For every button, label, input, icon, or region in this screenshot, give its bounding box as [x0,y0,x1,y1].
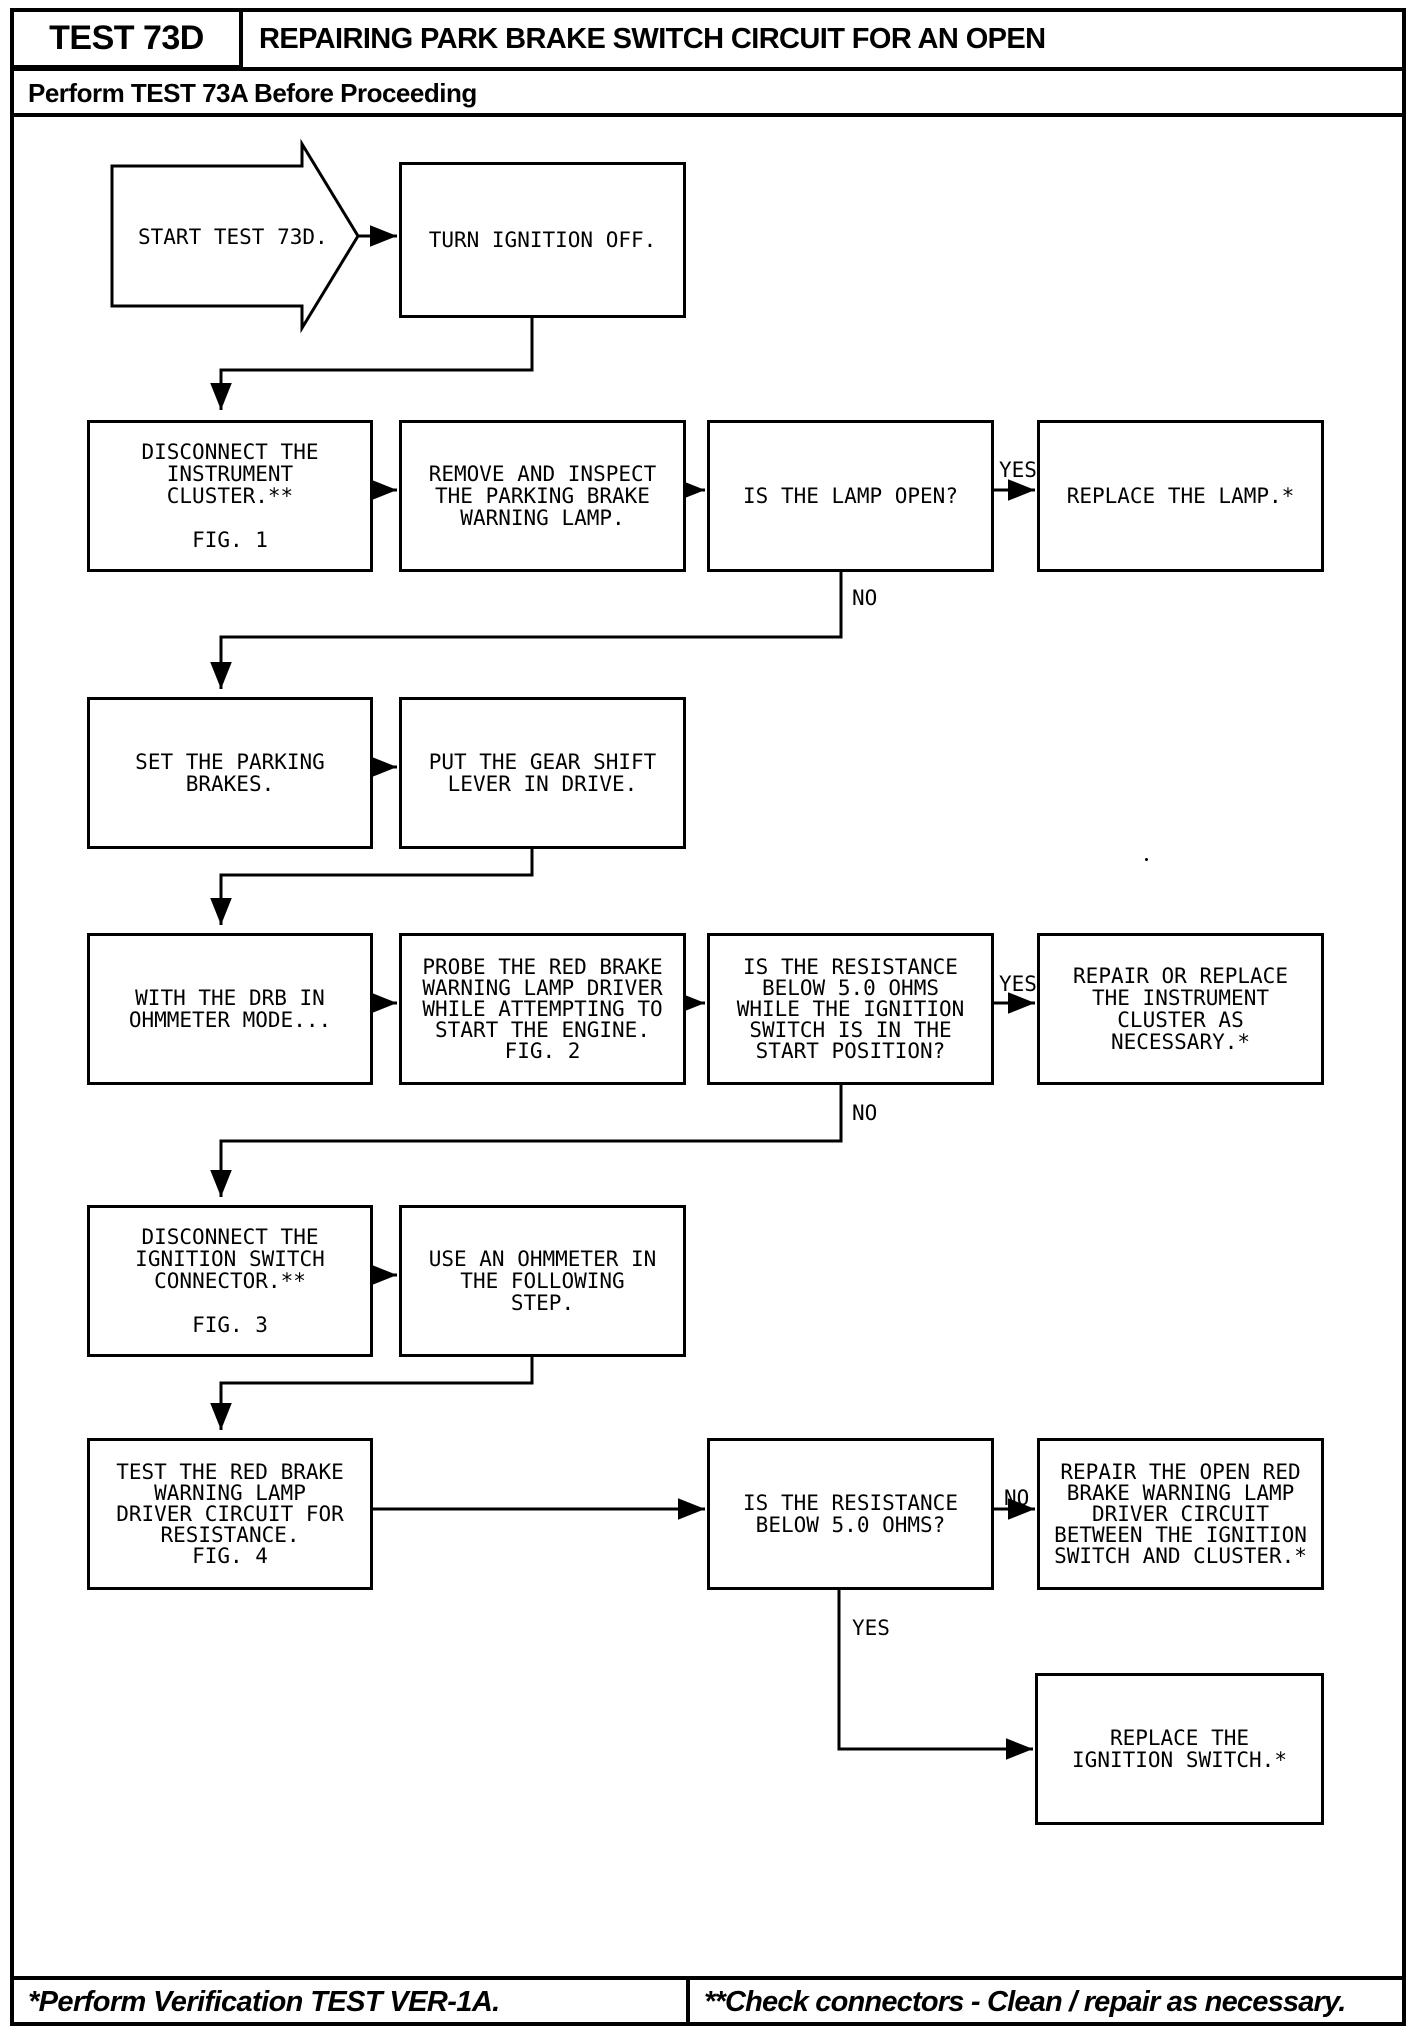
start-arrow-shape [110,138,360,334]
prerequisite-note: Perform TEST 73A Before Proceeding [28,77,477,108]
footnote-connectors: **Check connectors - Clean / repair as n… [704,1985,1346,2018]
step-disconnect-cluster: DISCONNECT THE INSTRUMENT CLUSTER.** FIG… [87,420,373,572]
footnote-verification: *Perform Verification TEST VER-1A. [28,1985,500,2018]
edge-q2-no [210,1081,843,1197]
edge-q3-yes [837,1587,1033,1760]
step-repair-open-driver-circuit: REPAIR THE OPEN RED BRAKE WARNING LAMP D… [1037,1438,1324,1590]
step-replace-lamp: REPLACE THE LAMP.* [1037,420,1324,572]
page-title: REPAIRING PARK BRAKE SWITCH CIRCUIT FOR … [259,23,1046,55]
yes-label: YES [999,972,1037,996]
no-label: NO [852,586,878,610]
decision-resistance-below-5: IS THE RESISTANCE BELOW 5.0 OHMS? [707,1438,994,1590]
step-set-parking-brakes: SET THE PARKING BRAKES. [87,697,373,849]
step-probe-driver: PROBE THE RED BRAKE WARNING LAMP DRIVER … [399,933,686,1085]
yes-label: YES [852,1616,890,1640]
start-label: START TEST 73D. [138,225,328,249]
edge-put-drb [210,845,534,925]
footer-split [686,1976,690,2026]
stray-dot [1145,858,1148,861]
step-gear-shift-drive: PUT THE GEAR SHIFT LEVER IN DRIVE. [399,697,686,849]
step-use-ohmmeter: USE AN OHMMETER IN THE FOLLOWING STEP. [399,1205,686,1357]
flowchart-page: TEST 73D REPAIRING PARK BRAKE SWITCH CIR… [10,8,1406,2026]
step-remove-inspect-lamp: REMOVE AND INSPECT THE PARKING BRAKE WAR… [399,420,686,572]
header-divider [14,67,1402,71]
edge-use-test [210,1353,534,1430]
header-divider-2 [14,113,1402,117]
edge-q1-no [210,565,843,689]
decision-lamp-open: IS THE LAMP OPEN? [707,420,994,572]
step-test-driver-circuit: TEST THE RED BRAKE WARNING LAMP DRIVER C… [87,1438,373,1590]
step-replace-ignition-switch: REPLACE THE IGNITION SWITCH.* [1035,1673,1324,1825]
step-turn-ignition-off: TURN IGNITION OFF. [399,162,686,318]
footer-divider [14,1976,1402,1980]
decision-resistance-start-position: IS THE RESISTANCE BELOW 5.0 OHMS WHILE T… [707,933,994,1085]
step-repair-replace-cluster: REPAIR OR REPLACE THE INSTRUMENT CLUSTER… [1037,933,1324,1085]
step-drb-ohmmeter-mode: WITH THE DRB IN OHMMETER MODE... [87,933,373,1085]
step-disconnect-ignition-switch: DISCONNECT THE IGNITION SWITCH CONNECTOR… [87,1205,373,1357]
edge-turn-disconnect [210,318,534,410]
yes-label: YES [999,458,1037,482]
no-label: NO [852,1101,878,1125]
flowchart-connectors [110,138,1035,1760]
no-label: NO [1004,1486,1030,1510]
